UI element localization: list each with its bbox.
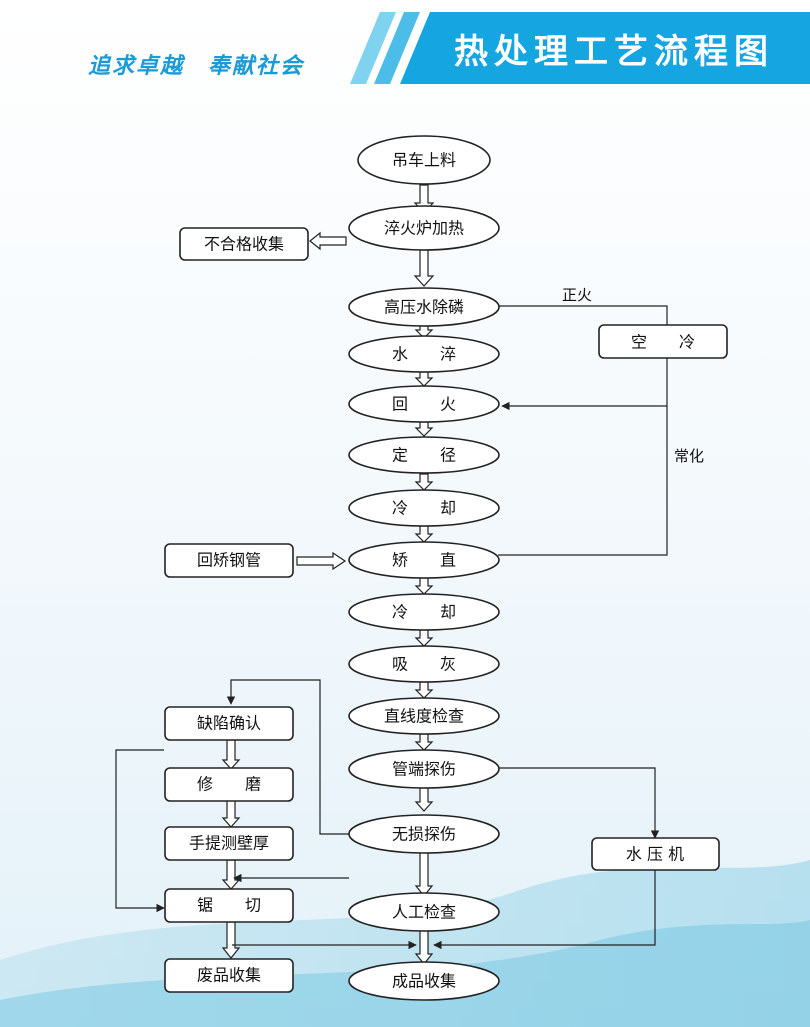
process-node [348, 697, 500, 735]
node-manual-check: 人工检查 [392, 903, 456, 922]
process-node [348, 814, 500, 854]
box-reject-collection: 不合格收集 [204, 235, 284, 254]
arrow-down-icon [414, 629, 434, 647]
side-box [591, 837, 720, 871]
side-box [598, 324, 728, 359]
page-title: 热处理工艺流程图 [454, 32, 774, 72]
title-banner [350, 12, 810, 84]
process-node [348, 541, 500, 579]
node-tempering: 回 火 [392, 395, 456, 414]
label-normalize: 常化 [674, 447, 704, 465]
arrow-down-icon [414, 371, 434, 387]
process-node [348, 205, 500, 251]
slogan: 追求卓越 奉献社会 [88, 54, 305, 79]
hollow-arrows [221, 184, 435, 965]
side-box [164, 767, 294, 802]
node-pipe-end-inspection: 管端探伤 [392, 760, 456, 779]
node-cooling-2: 冷 却 [392, 603, 456, 622]
arrow-down-icon [414, 577, 434, 595]
process-node [348, 385, 500, 423]
side-box [164, 958, 294, 993]
arrow-left-icon [309, 231, 347, 251]
node-sizing: 定 径 [392, 446, 456, 465]
process-node [348, 436, 500, 474]
arrow-right-icon [296, 551, 347, 571]
arrow-down-icon [414, 681, 434, 699]
process-node [348, 892, 500, 932]
node-product-collection: 成品收集 [392, 972, 456, 991]
arrow-down-icon [221, 921, 241, 959]
arrow-down-icon [414, 929, 434, 965]
node-water-quench: 水 淬 [392, 345, 456, 364]
connectors [115, 305, 668, 950]
arrow-down-icon [414, 525, 434, 543]
process-node [348, 645, 500, 683]
side-box [164, 543, 294, 578]
process-node [348, 961, 500, 1001]
arrow-down-icon [414, 421, 434, 437]
process-node [348, 489, 500, 527]
arrow-down-icon [221, 739, 241, 770]
node-straightening: 矫 直 [392, 551, 456, 570]
side-box [164, 706, 294, 741]
box-return-straighten: 回矫钢管 [197, 551, 261, 570]
node-quench-furnace-heating: 淬火炉加热 [384, 219, 464, 238]
node-straightness-check: 直线度检查 [384, 707, 464, 726]
arrow-down-icon [414, 733, 434, 751]
box-air-cooling: 空 冷 [631, 333, 695, 352]
side-box [164, 826, 294, 861]
box-waste-collection: 废品收集 [197, 966, 261, 985]
node-dust-suction: 吸 灰 [392, 655, 456, 674]
process-node [348, 593, 500, 631]
side-box [179, 227, 309, 261]
box-grinding: 修 磨 [197, 775, 261, 794]
node-ndt: 无损探伤 [392, 825, 456, 844]
process-node [348, 749, 500, 789]
node-crane-loading: 吊车上料 [392, 151, 456, 170]
process-node [348, 335, 500, 373]
node-descaling: 高压水除磷 [384, 298, 464, 317]
arrow-down-icon [414, 851, 434, 897]
side-boxes [164, 227, 728, 993]
arrow-down-icon [221, 859, 241, 890]
arrow-down-icon [414, 787, 434, 812]
arrow-down-icon [413, 249, 435, 287]
arrow-down-icon [414, 473, 434, 491]
process-node [357, 135, 491, 185]
process-node [348, 287, 500, 327]
node-cooling-1: 冷 却 [392, 499, 456, 518]
box-sawing: 锯 切 [197, 896, 261, 915]
box-wall-thickness: 手提测壁厚 [189, 834, 269, 853]
box-hydro-press: 水 压 机 [626, 845, 684, 864]
arrow-down-icon [221, 799, 241, 828]
side-box [164, 888, 294, 923]
label-normalize-fire: 正火 [562, 286, 592, 304]
process-nodes [348, 135, 500, 1001]
box-defect-confirm: 缺陷确认 [197, 714, 261, 733]
